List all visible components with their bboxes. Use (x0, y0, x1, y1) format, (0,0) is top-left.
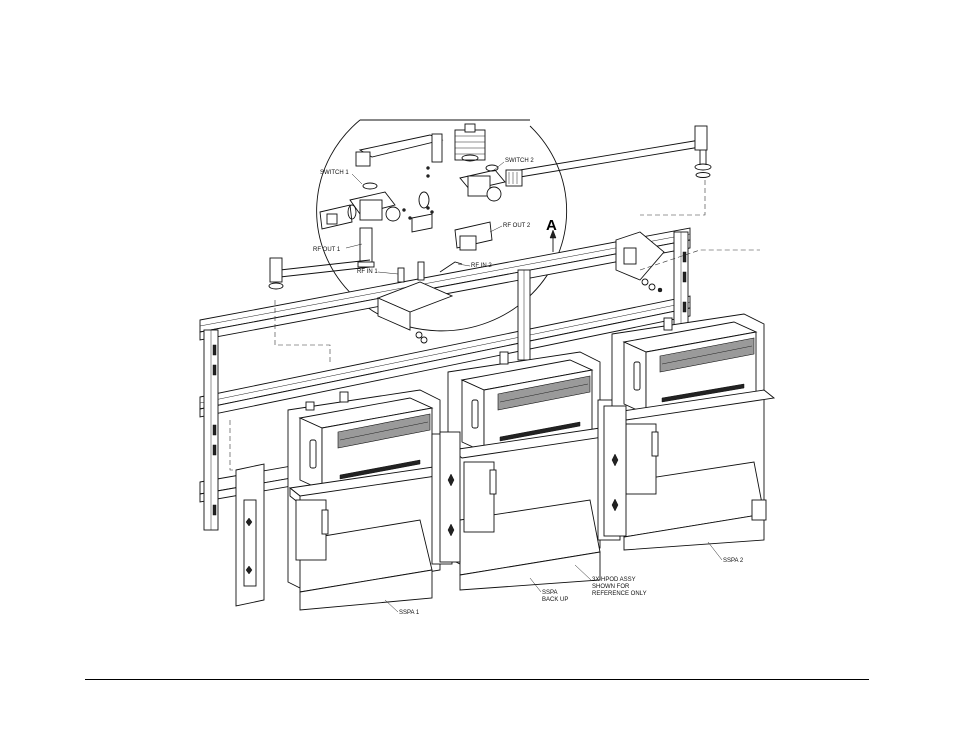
rail-bracket (615, 231, 665, 293)
label-rf-in-2: RF IN 2 (471, 263, 492, 269)
label-rf-out-2: RF OUT 2 (503, 223, 531, 229)
label-rf-out-1: RF OUT 1 (313, 247, 341, 253)
label-rf-in-1: RF IN 1 (357, 269, 378, 275)
label-hpod-3: REFERENCE ONLY (592, 591, 647, 597)
label-hpod-1: 3X HPOD ASSY (592, 577, 636, 583)
switch-assembly (319, 123, 523, 268)
vertical-post-mid (517, 269, 531, 361)
label-ssp-backup-2: BACK UP (542, 597, 568, 603)
sspa-2-unit (603, 313, 776, 551)
label-ssp-2: SSPA 2 (723, 558, 744, 564)
rf-input-bracket (376, 261, 463, 344)
sspa-1-unit (235, 389, 453, 611)
label-switch-1: SWITCH 1 (320, 170, 349, 176)
label-hpod-2: SHOWN FOR (592, 584, 630, 590)
rf-out-waveguide (268, 257, 371, 290)
footer-rule (85, 679, 869, 680)
label-switch-2: SWITCH 2 (505, 158, 534, 164)
label-ssp-backup-1: SSPA (542, 590, 558, 596)
label-detail-a: A (546, 217, 557, 234)
dashed-leaders (229, 180, 760, 471)
waveguide-run (519, 125, 712, 178)
vertical-post-right (673, 231, 689, 353)
label-ssp-1: SSPA 1 (399, 610, 420, 616)
middle-rail (199, 295, 691, 418)
label-leaders (345, 161, 723, 613)
sspa-backup-unit (439, 351, 621, 591)
detail-a-callout (316, 119, 568, 332)
vertical-post-left (203, 329, 219, 531)
